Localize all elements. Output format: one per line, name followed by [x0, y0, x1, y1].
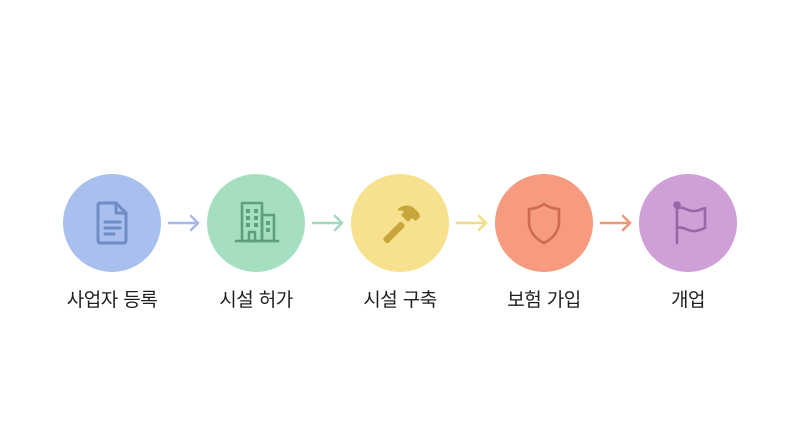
step-business-registration: 사업자 등록	[63, 174, 161, 311]
building-icon	[234, 201, 280, 243]
step-label: 개업	[671, 289, 705, 311]
step-label: 시설 허가	[219, 289, 293, 311]
step-label: 보험 가입	[507, 289, 581, 311]
step-facility-permit: 시설 허가	[207, 174, 305, 311]
shield-icon	[527, 202, 561, 245]
arrow-right-icon	[310, 213, 346, 233]
hammer-icon	[383, 205, 420, 244]
step-circle	[351, 174, 449, 272]
step-facility-construction: 시설 구축	[351, 174, 449, 311]
step-circle	[63, 174, 161, 272]
arrow-right-icon	[598, 213, 634, 233]
step-insurance-enrollment: 보험 가입	[495, 174, 593, 311]
step-business-opening: 개업	[639, 174, 737, 311]
step-circle	[207, 174, 305, 272]
step-circle	[639, 174, 737, 272]
step-circle	[495, 174, 593, 272]
document-icon	[96, 201, 128, 245]
arrow-right-icon	[166, 213, 202, 233]
flag-icon	[673, 201, 707, 245]
step-label: 시설 구축	[363, 289, 437, 311]
step-label: 사업자 등록	[66, 289, 158, 311]
arrow-right-icon	[454, 213, 490, 233]
